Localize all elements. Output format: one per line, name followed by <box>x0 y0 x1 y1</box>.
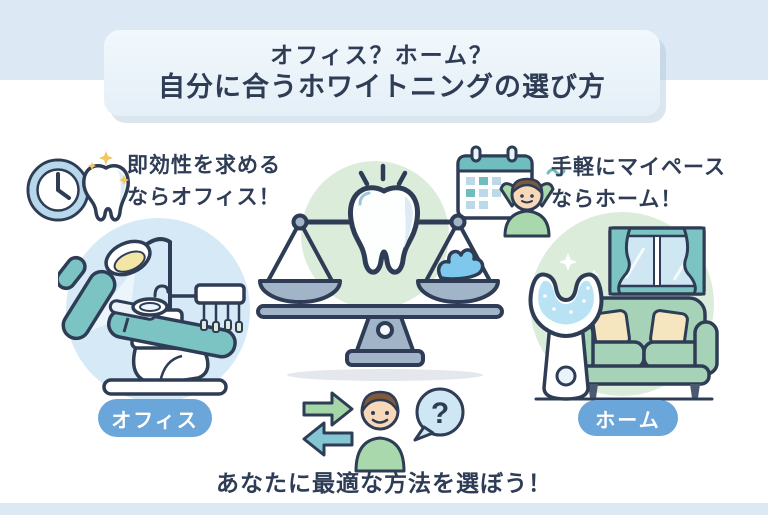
scale-pan-right <box>416 279 500 304</box>
footer-message: あなたに最適な方法を選ぼう！ <box>216 470 552 496</box>
window-icon <box>608 226 706 296</box>
relaxing-person-icon <box>499 168 566 238</box>
question-mark: ? <box>431 397 449 430</box>
whitening-mouthpiece-icon <box>528 272 604 401</box>
tooth-icon <box>348 185 420 275</box>
office-headline: 即効性を求める ならオフィス！ <box>127 150 281 213</box>
sparkle-icon <box>88 151 129 185</box>
sofa-icon <box>569 296 719 398</box>
home-note-icon-group <box>456 145 566 238</box>
calendar-grid <box>466 177 501 209</box>
scale-pan-left <box>258 279 342 304</box>
sofa-room-illustration <box>528 212 719 401</box>
chooser-illustration: ? <box>302 387 465 473</box>
page-title-line2: 自分に合うホワイトニングの選び方 <box>158 72 606 103</box>
bottom-band <box>0 503 768 515</box>
home-headline-line1: 手軽にマイペース <box>551 156 726 179</box>
balance-scale-icon <box>256 213 504 367</box>
scale-shadow <box>287 369 483 381</box>
dental-chair-illustration <box>58 218 250 402</box>
title-box: オフィス？ホーム？ 自分に合うホワイトニングの選び方 <box>104 30 660 116</box>
office-badge: オフィス <box>98 399 212 437</box>
home-badge: ホーム <box>578 400 678 436</box>
home-headline-line2: ならホーム！ <box>551 187 683 211</box>
page-title-line1: オフィス？ホーム？ <box>270 41 494 68</box>
office-badge-label: オフィス <box>111 409 199 432</box>
relax-squiggle-icon <box>546 168 566 176</box>
sink-bowl-icon <box>131 284 170 317</box>
chair-seat <box>106 308 237 359</box>
question-bubble-icon: ? <box>413 387 465 442</box>
home-badge-label: ホーム <box>595 409 661 432</box>
home-headline: 手軽にマイペース ならホーム！ <box>551 152 726 215</box>
instrument-panel-icon <box>170 283 246 333</box>
clock-icon <box>26 158 90 222</box>
dental-lamp-icon <box>104 237 172 310</box>
office-headline-line1: 即効性を求める <box>127 154 281 177</box>
office-headline-line2: ならオフィス！ <box>127 185 281 209</box>
thinking-person-icon <box>354 390 406 473</box>
swap-arrows-icon <box>302 391 354 457</box>
office-note-icon-group <box>26 151 130 222</box>
balance-scale-illustration <box>256 161 504 381</box>
shine-dashes-icon <box>358 163 408 187</box>
whitening-gel-icon <box>436 248 485 281</box>
